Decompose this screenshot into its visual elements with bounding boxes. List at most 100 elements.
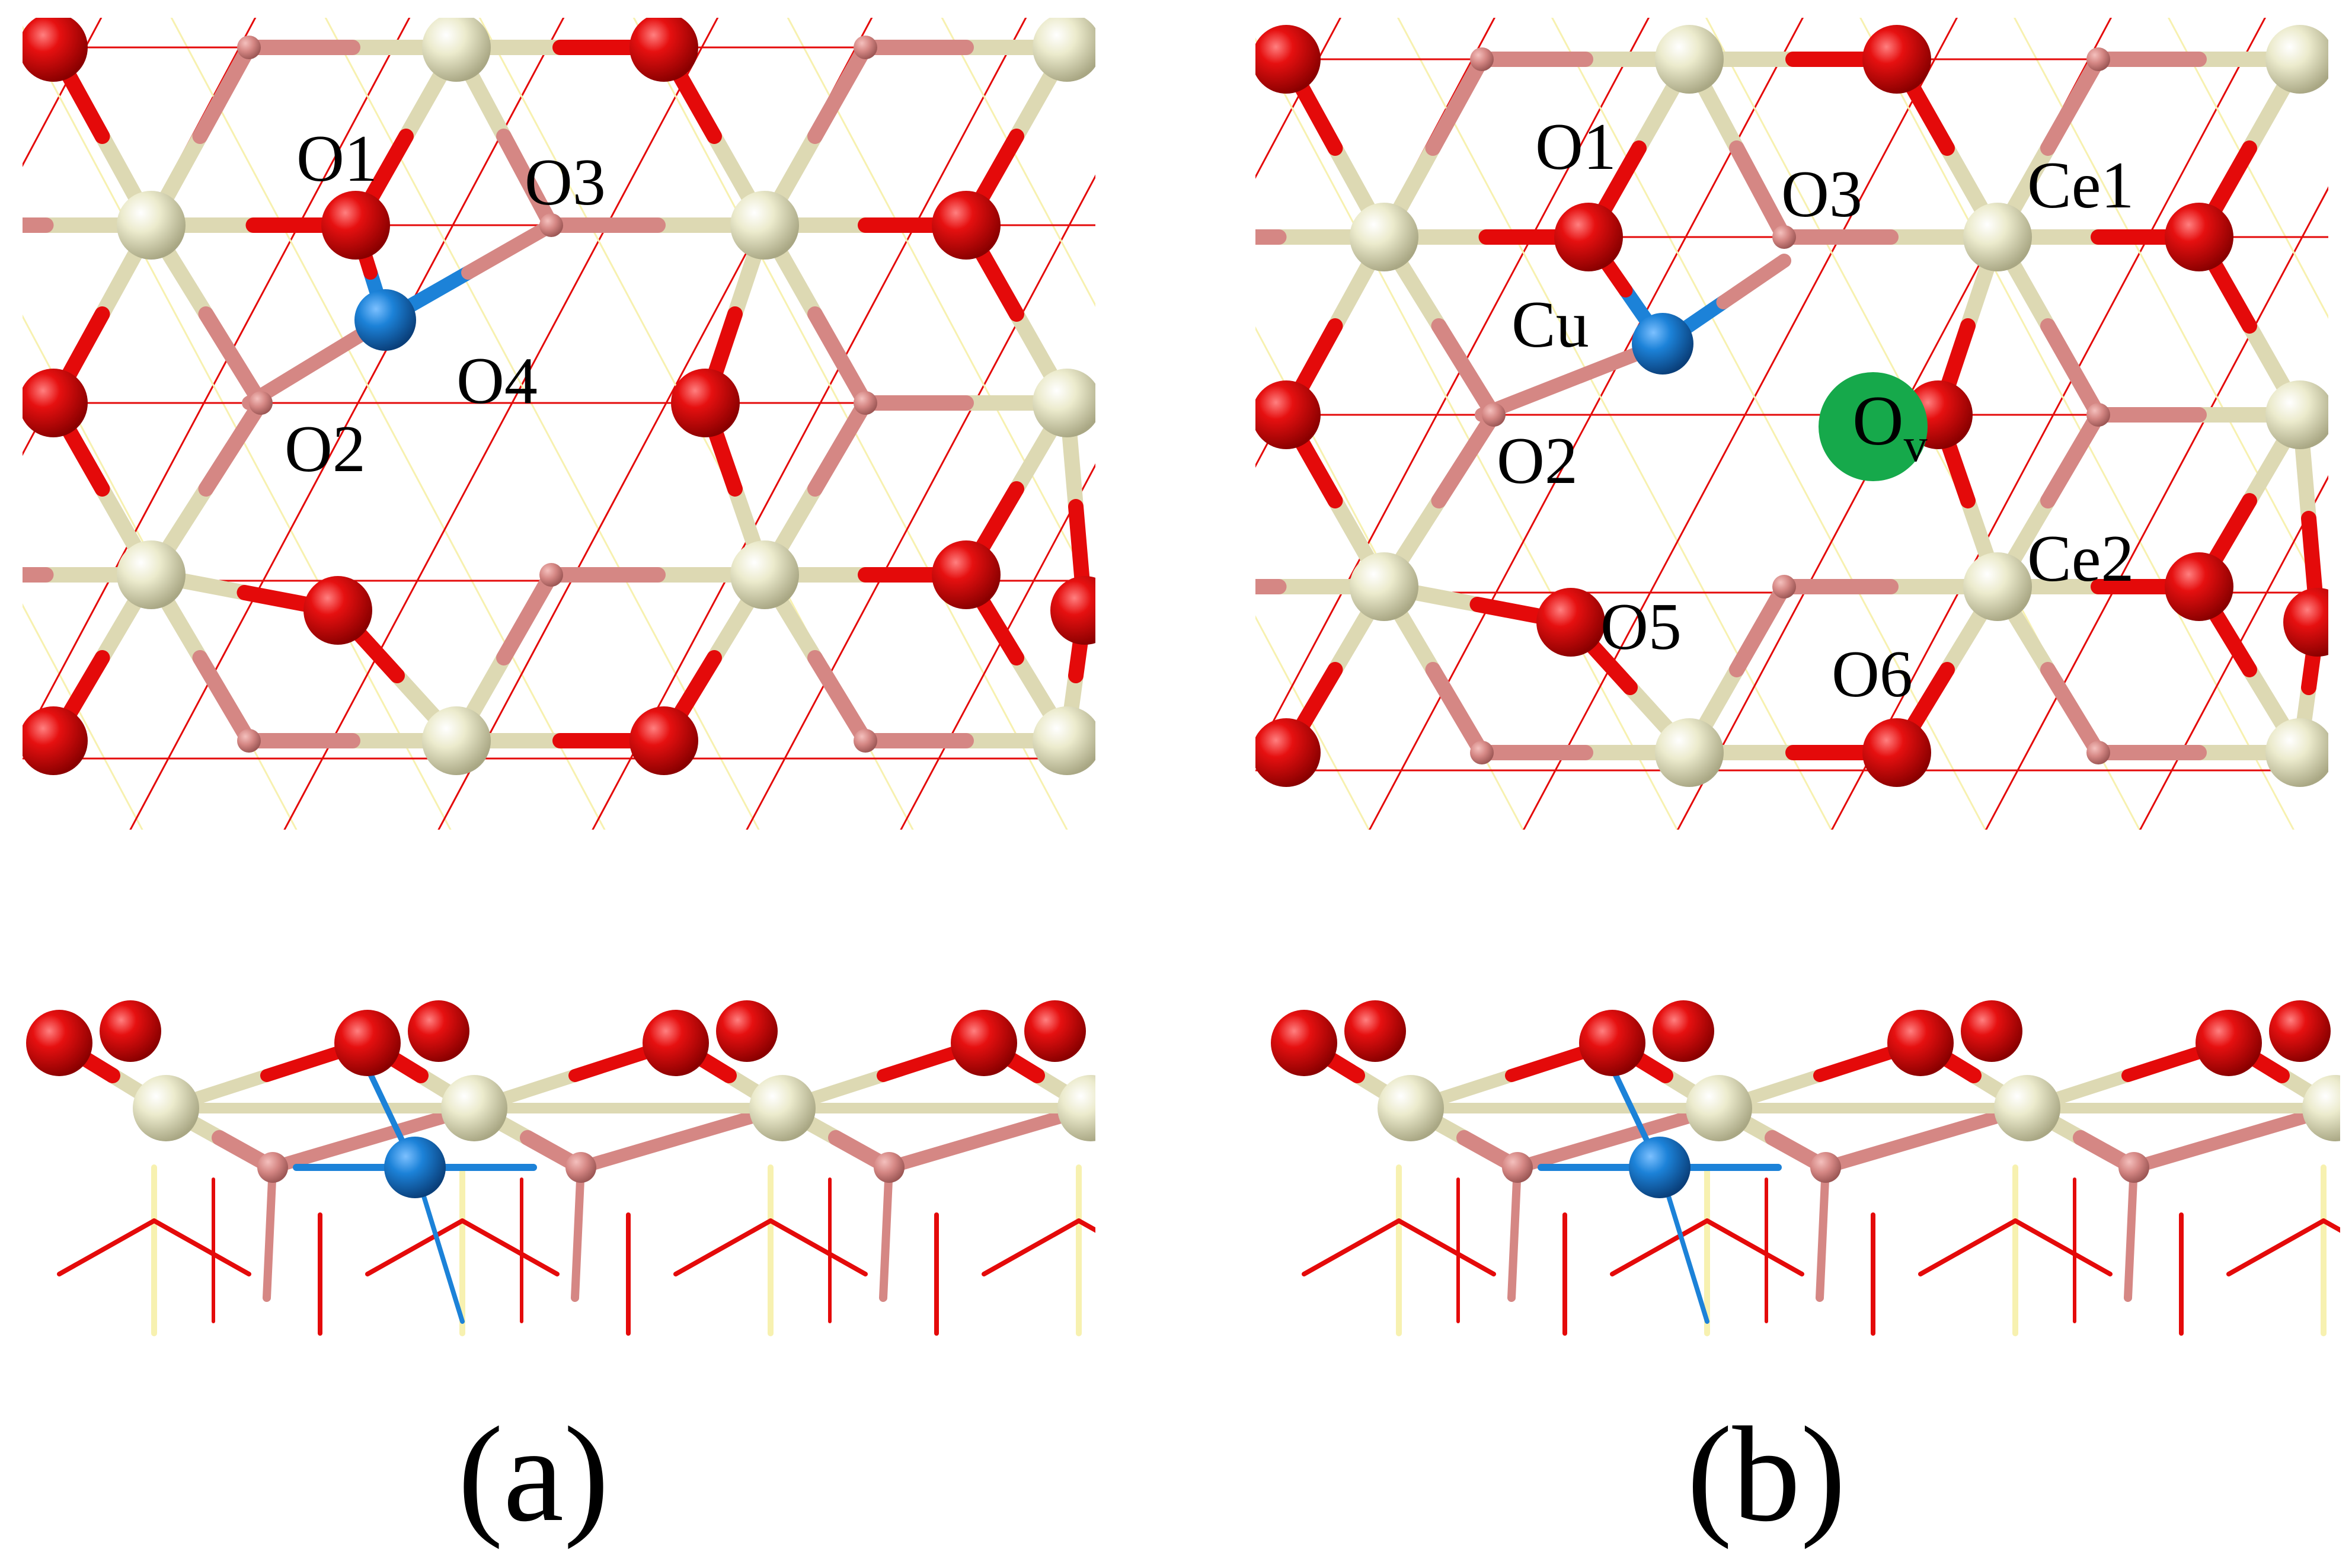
cerium-atom (117, 540, 186, 609)
wire-diag-b (632, 18, 1068, 830)
cerium-atom (117, 191, 186, 260)
label-o3-b: O3 (1781, 158, 1862, 231)
side-wire-a (57, 1218, 156, 1276)
wire-diag-b (1255, 37, 1679, 830)
side-bond-si-ce (883, 1102, 1095, 1174)
side-silicon-atom (565, 1152, 596, 1183)
oxygen-atom (23, 369, 88, 437)
bond-cu-o3-half2 (1716, 254, 1791, 309)
wire-diag-b (1396, 18, 1833, 830)
oxygen-atom (1255, 380, 1321, 449)
side-oxygen-atom (2196, 1010, 2262, 1076)
side-oxygen-atom (951, 1010, 1017, 1076)
silicon-atom (1772, 225, 1796, 249)
side-wire-a (673, 1218, 773, 1276)
label-cu: Cu (1511, 288, 1589, 361)
label-o2-a: O2 (285, 412, 366, 486)
side-oxygen-atom-back (1653, 1000, 1714, 1062)
side-copper-atom (1629, 1137, 1690, 1198)
side-bond-si-down (1191, 1167, 1197, 1298)
side-wire-b (2321, 1218, 2340, 1233)
oxygen-atom (2283, 588, 2328, 657)
wire-diag-a (1255, 18, 1342, 179)
cerium-atom (1033, 706, 1095, 775)
caption-a: (a) (458, 1399, 609, 1550)
label-ov-main: O (1852, 381, 1904, 460)
oxygen-atom (23, 18, 88, 82)
cerium-atom (730, 540, 799, 609)
bond-ce-si-half2 (1729, 579, 1792, 677)
side-oxygen-atom-back (716, 1000, 778, 1062)
side-wire-b (1396, 1218, 1496, 1276)
bond-ce-si-half2 (496, 567, 559, 665)
side-cerium-atom (2302, 1075, 2340, 1141)
wire-diag-b (324, 18, 760, 830)
side-oxygen-atom (26, 1010, 92, 1076)
bond-ce-si-half2 (1126, 587, 1174, 670)
side-wire-b (152, 1218, 251, 1276)
side-atoms (26, 1000, 1095, 1198)
bond-ce-si-half2 (192, 650, 257, 748)
bond-ce-si-half2 (198, 306, 269, 411)
cerium-atom (1963, 203, 2032, 271)
label-ov-subscript: v (1904, 420, 1928, 472)
wire-diag-b (1551, 18, 1987, 830)
silicon-atom (1470, 47, 1494, 71)
wire-diag-a (900, 463, 1095, 830)
bond-ce-si-half2 (807, 395, 873, 497)
bond-cu-o3-half2 (461, 218, 558, 280)
side-bond-si-ce (1511, 1102, 1725, 1174)
silicon-atom (539, 213, 563, 237)
bond-ce-si-half2 (2040, 662, 2106, 760)
wire-diag-b (170, 18, 606, 830)
silicon-atom (237, 729, 261, 753)
side-cerium-atom (441, 1075, 507, 1141)
label-o2-b: O2 (1497, 424, 1578, 498)
oxygen-atom (303, 576, 372, 645)
side-oxygen-atom (334, 1010, 401, 1076)
side-subsurface (57, 1164, 1095, 1336)
wire-diag-b (23, 603, 143, 830)
side-wire-b (1076, 1218, 1095, 1233)
side-oxygen-atom-back (1961, 1000, 2022, 1062)
side-cerium-atom (1378, 1075, 1444, 1141)
side-cerium-atom (133, 1075, 199, 1141)
side-silicon-atom (257, 1152, 288, 1183)
side-oxygen-atom-back (1024, 1000, 1086, 1062)
side-wire-a (1918, 1218, 2018, 1276)
side-oxygen-atom-back (100, 1000, 161, 1062)
cerium-atom (1350, 552, 1418, 621)
side-bond-si-ce (574, 1102, 789, 1174)
oxygen-atom (1862, 25, 1931, 94)
side-wire-a (2226, 1218, 2326, 1276)
cerium-atom (2265, 380, 2328, 449)
silicon-atom (1162, 225, 1185, 249)
panel-a-side-view (26, 1000, 1197, 1336)
bond-ce-si-half2 (1431, 318, 1501, 423)
cerium-atom (1350, 203, 1418, 271)
caption-b: (b) (1687, 1399, 1846, 1550)
bond-ce-si-half2 (2040, 52, 2106, 156)
cerium-atom (422, 706, 491, 775)
silicon-atom (1772, 575, 1796, 599)
oxygen-atom (1255, 718, 1321, 787)
label-o5: O5 (1600, 590, 1682, 664)
side-bond-si-ce (266, 1102, 481, 1174)
oxygen-vacancy-marker (1819, 372, 1928, 481)
side-wire-a (982, 1218, 1081, 1276)
surface-atoms (1162, 25, 2328, 787)
bond-ce-si-half2 (496, 129, 559, 233)
side-copper-atom (384, 1137, 446, 1198)
cerium-atom (1655, 718, 1724, 787)
panel-b-side-view (1271, 1000, 2340, 1336)
panel-b-top-view (1126, 18, 2328, 830)
wire-diag-b (941, 18, 1095, 308)
side-bond-si-down (879, 1163, 893, 1302)
silicon-atom (237, 36, 261, 59)
wire-diag-b (23, 25, 452, 830)
side-wire-a (365, 1218, 465, 1276)
side-silicon-atom (1502, 1152, 1533, 1183)
oxygen-atom (932, 191, 1001, 260)
side-wire-a (1610, 1218, 1709, 1276)
copper-atom (1632, 313, 1693, 375)
